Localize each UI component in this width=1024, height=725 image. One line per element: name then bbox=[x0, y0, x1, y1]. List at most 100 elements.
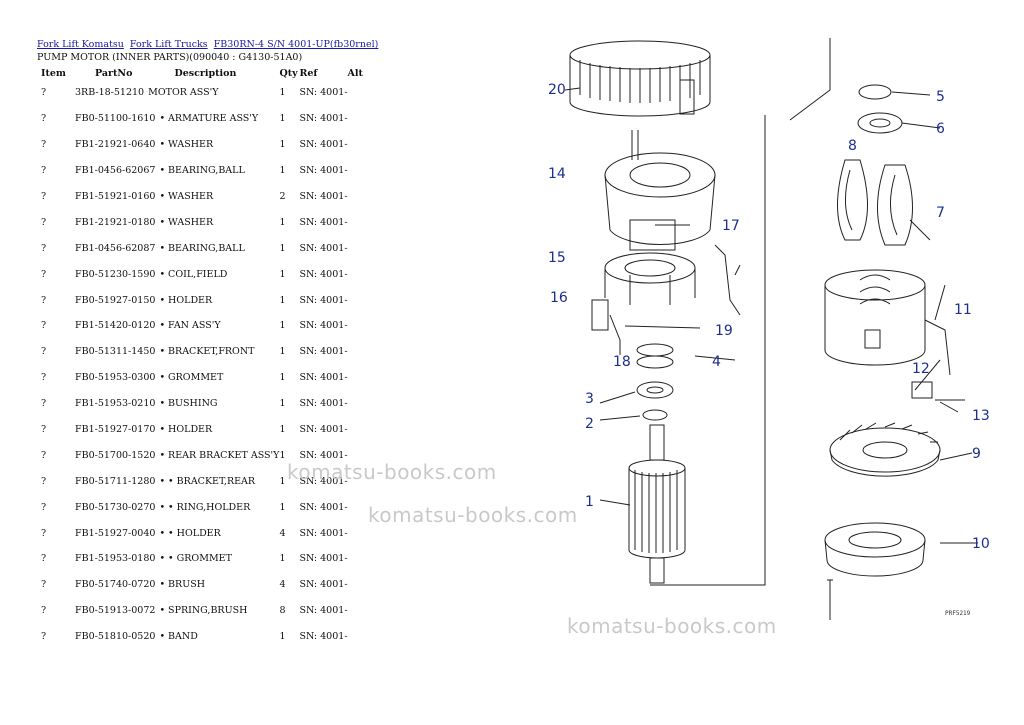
cell-description: • • HOLDER bbox=[159, 527, 221, 539]
cell-item: ? bbox=[41, 475, 47, 487]
yoke-part bbox=[824, 269, 926, 366]
cell-item: ? bbox=[41, 424, 47, 436]
cell-item: ? bbox=[41, 527, 47, 539]
breadcrumb-link-fork-lift-trucks[interactable]: Fork Lift Trucks bbox=[129, 39, 208, 50]
cell-partno-value: FB0-51700-1520 bbox=[75, 449, 156, 461]
cell-partno-value: FB1-0456-62067 bbox=[75, 165, 156, 177]
callout-3: 3 bbox=[585, 391, 594, 407]
cell-item: ? bbox=[41, 294, 47, 306]
cell-description: • COIL,FIELD bbox=[159, 268, 228, 280]
cell-description: • WASHER bbox=[159, 191, 214, 202]
cell-partno-value: 3RB-18-51210 bbox=[75, 87, 145, 99]
cell-description: • • RING,HOLDER bbox=[159, 501, 251, 513]
cell-alt bbox=[348, 339, 368, 365]
cell-item: ? bbox=[41, 372, 47, 384]
cell-alt bbox=[348, 80, 368, 106]
cell-description: • BUSHING bbox=[159, 398, 218, 410]
cell-partno: FB0-51953-0300• GROMMET bbox=[75, 365, 279, 391]
cell-item: ? bbox=[41, 320, 47, 332]
cell-qty: 1 bbox=[279, 87, 286, 99]
cell-partno: FB1-0456-62087• BEARING,BALL bbox=[75, 235, 279, 261]
bearing-part bbox=[636, 381, 674, 399]
cell-description: • WASHER bbox=[159, 216, 214, 228]
cell-ref: SN: 4001- bbox=[299, 631, 348, 643]
column-header-ref: Ref bbox=[299, 66, 347, 80]
callout-7: 7 bbox=[936, 205, 945, 221]
cell-partno-value: FB1-51953-0210 bbox=[75, 398, 156, 410]
watermark-text: komatsu-books.com bbox=[368, 503, 578, 527]
cell-description: • REAR BRACKET ASS'Y bbox=[159, 449, 280, 461]
callout-10: 10 bbox=[972, 536, 990, 552]
cell-partno-value: FB0-51953-0300 bbox=[75, 372, 156, 384]
cell-ref: SN: 4001- bbox=[299, 113, 348, 125]
cell-description: • BRACKET,FRONT bbox=[159, 346, 255, 358]
cell-partno-value: FB1-21921-0640 bbox=[75, 139, 156, 151]
cell-qty: 1 bbox=[279, 242, 286, 254]
callout-13: 13 bbox=[972, 408, 990, 424]
callout-15: 15 bbox=[548, 250, 566, 266]
cell-partno: FB0-51730-0270• • RING,HOLDER bbox=[75, 494, 279, 520]
cell-alt bbox=[348, 158, 368, 184]
brush-part bbox=[591, 299, 609, 331]
cell-qty: 1 bbox=[279, 372, 286, 384]
fan-part bbox=[829, 422, 941, 477]
breadcrumb-link-fork-lift-komatsu[interactable]: Fork Lift Komatsu bbox=[37, 39, 124, 50]
cell-item: ? bbox=[41, 191, 47, 202]
cell-ref: SN: 4001- bbox=[299, 139, 348, 151]
cell-partno: FB0-51311-1450• BRACKET,FRONT bbox=[75, 339, 279, 365]
cell-ref: SN: 4001- bbox=[299, 398, 348, 410]
cell-ref: SN: 4001- bbox=[299, 242, 348, 254]
cell-ref: SN: 4001- bbox=[299, 579, 348, 591]
cell-partno-value: FB0-51927-0150 bbox=[75, 294, 156, 306]
breadcrumb-link-model[interactable]: FB30RN-4 S/N 4001-UP(fb30rnel) bbox=[213, 39, 379, 50]
cell-alt bbox=[348, 391, 368, 417]
column-header-item: Item bbox=[41, 67, 66, 79]
cell-qty: 1 bbox=[279, 553, 286, 565]
column-header-description: Description bbox=[174, 67, 237, 79]
cell-alt bbox=[348, 184, 368, 210]
cell-ref: SN: 4001- bbox=[299, 346, 348, 358]
cell-alt bbox=[348, 261, 368, 287]
cell-ref: SN: 4001- bbox=[299, 527, 348, 539]
cell-description: • BRUSH bbox=[159, 579, 205, 591]
cell-description: • FAN ASS'Y bbox=[159, 320, 221, 332]
bearing-top-part bbox=[857, 112, 903, 134]
cell-partno-value: FB1-51927-0040 bbox=[75, 527, 156, 539]
cell-ref: SN: 4001- bbox=[299, 475, 348, 487]
cell-item: ? bbox=[41, 216, 47, 228]
callout-5: 5 bbox=[936, 89, 945, 105]
cell-partno-value: FB1-51927-0170 bbox=[75, 424, 156, 436]
washer-small-part bbox=[642, 409, 668, 421]
cell-alt bbox=[348, 572, 368, 598]
cell-qty: 1 bbox=[279, 216, 286, 228]
cell-ref: SN: 4001- bbox=[299, 191, 348, 202]
cell-description: • BAND bbox=[159, 631, 198, 643]
cell-partno: FB0-51711-1280• • BRACKET,REAR bbox=[75, 468, 279, 494]
cell-qty: 1 bbox=[279, 501, 286, 513]
cell-partno-value: FB0-51740-0720 bbox=[75, 579, 156, 591]
cell-description: • HOLDER bbox=[159, 294, 213, 306]
cell-item: ? bbox=[41, 346, 47, 358]
cell-ref: SN: 4001- bbox=[299, 372, 348, 384]
cell-partno: FB1-21921-0180• WASHER bbox=[75, 209, 279, 235]
cell-ref: SN: 4001- bbox=[299, 294, 348, 306]
cell-partno-value: FB0-51311-1450 bbox=[75, 346, 156, 358]
cell-item: ? bbox=[41, 553, 47, 565]
cell-ref: SN: 4001- bbox=[299, 553, 348, 565]
cell-partno: FB1-51953-0210• BUSHING bbox=[75, 391, 279, 417]
front-bracket-part bbox=[604, 130, 716, 251]
cell-qty: 1 bbox=[279, 475, 286, 487]
callout-17: 17 bbox=[722, 218, 740, 234]
cell-item: ? bbox=[41, 605, 47, 617]
